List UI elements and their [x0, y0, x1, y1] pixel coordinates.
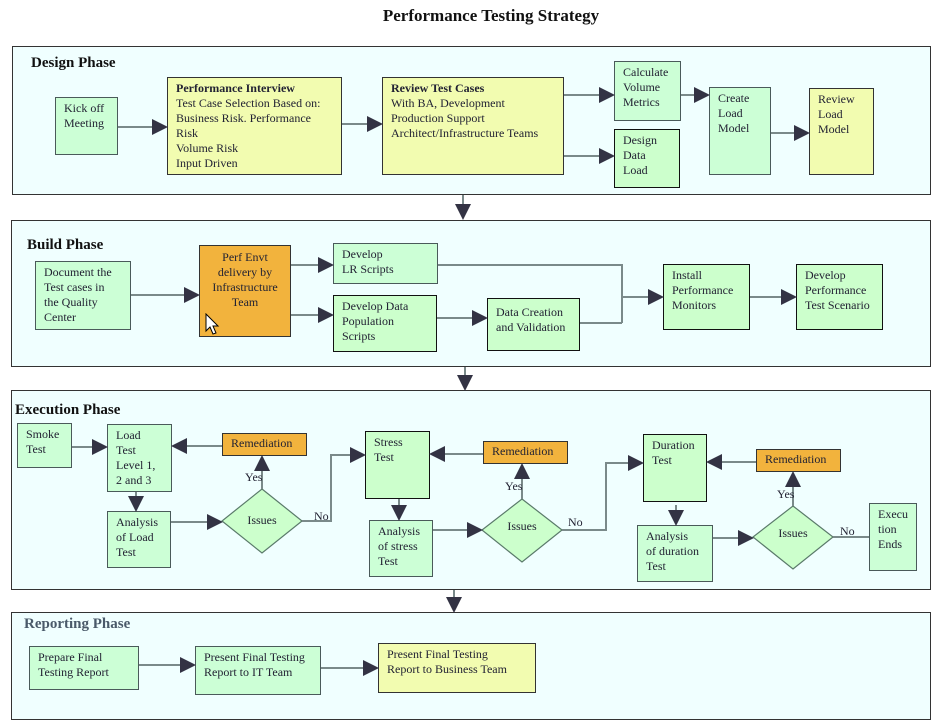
build-phase-panel	[11, 220, 931, 367]
no-label-1: No	[314, 509, 329, 523]
build-phase-title: Build Phase	[27, 237, 104, 253]
interview-body: Test Case Selection Based on: Business R…	[176, 96, 321, 170]
review-load-model: Review Load Model	[809, 88, 874, 175]
develop-performance-test-scenario: Develop Performance Test Scenario	[796, 264, 883, 330]
decision-diamonds	[221, 488, 834, 570]
calculate-volume-metrics: Calculate Volume Metrics	[614, 61, 681, 121]
load-test: Load Test Level 1, 2 and 3	[107, 424, 172, 492]
design-data-load: Design Data Load	[614, 129, 680, 188]
install-performance-monitors: Install Performance Monitors	[663, 264, 750, 330]
issues-label-1: Issues	[247, 513, 277, 527]
issues-label-3: Issues	[778, 526, 808, 540]
review-test-cases: Review Test Cases With BA, Development P…	[382, 77, 564, 175]
reporting-phase-title: Reporting Phase	[24, 616, 131, 632]
analysis-of-stress-test: Analysis of stress Test	[369, 520, 433, 577]
smoke-test: Smoke Test	[17, 423, 72, 468]
design-phase-title: Design Phase	[31, 55, 116, 71]
issues-diamond-2	[481, 498, 563, 563]
diagram-title: Performance Testing Strategy	[382, 6, 600, 25]
yes-label-3: Yes	[777, 487, 795, 501]
duration-test: Duration Test	[643, 434, 707, 502]
data-creation-validation: Data Creation and Validation	[487, 298, 580, 351]
no-label-3: No	[840, 524, 855, 538]
review-body: With BA, Development Production Support …	[391, 96, 539, 140]
prepare-final-testing-report: Prepare Final Testing Report	[29, 646, 139, 690]
issues-label-2: Issues	[507, 519, 537, 533]
issues-diamond-1	[221, 488, 303, 554]
mouse-cursor-icon	[205, 313, 220, 335]
develop-data-population-scripts: Develop Data Population Scripts	[333, 295, 437, 352]
yes-label-1: Yes	[245, 470, 263, 484]
document-test-cases: Document the Test cases in the Quality C…	[35, 261, 131, 330]
no-label-2: No	[568, 515, 583, 529]
create-load-model: Create Load Model	[709, 87, 771, 175]
execution-ends: Execu tion Ends	[869, 503, 917, 571]
perf-envt-delivery: Perf Envt delivery by Infrastructure Tea…	[199, 245, 291, 337]
present-report-it-team: Present Final Testing Report to IT Team	[195, 646, 321, 695]
yes-label-2: Yes	[505, 479, 523, 493]
kickoff-meeting: Kick off Meeting	[55, 97, 118, 155]
present-report-business-team: Present Final Testing Report to Business…	[378, 643, 536, 693]
performance-interview: Performance Interview Test Case Selectio…	[167, 77, 342, 175]
stress-test: Stress Test	[365, 431, 430, 499]
develop-lr-scripts: Develop LR Scripts	[333, 243, 438, 284]
execution-phase-title: Execution Phase	[15, 402, 121, 418]
review-title: Review Test Cases	[391, 81, 485, 95]
interview-title: Performance Interview	[176, 81, 295, 95]
issues-diamond-3	[752, 505, 834, 570]
